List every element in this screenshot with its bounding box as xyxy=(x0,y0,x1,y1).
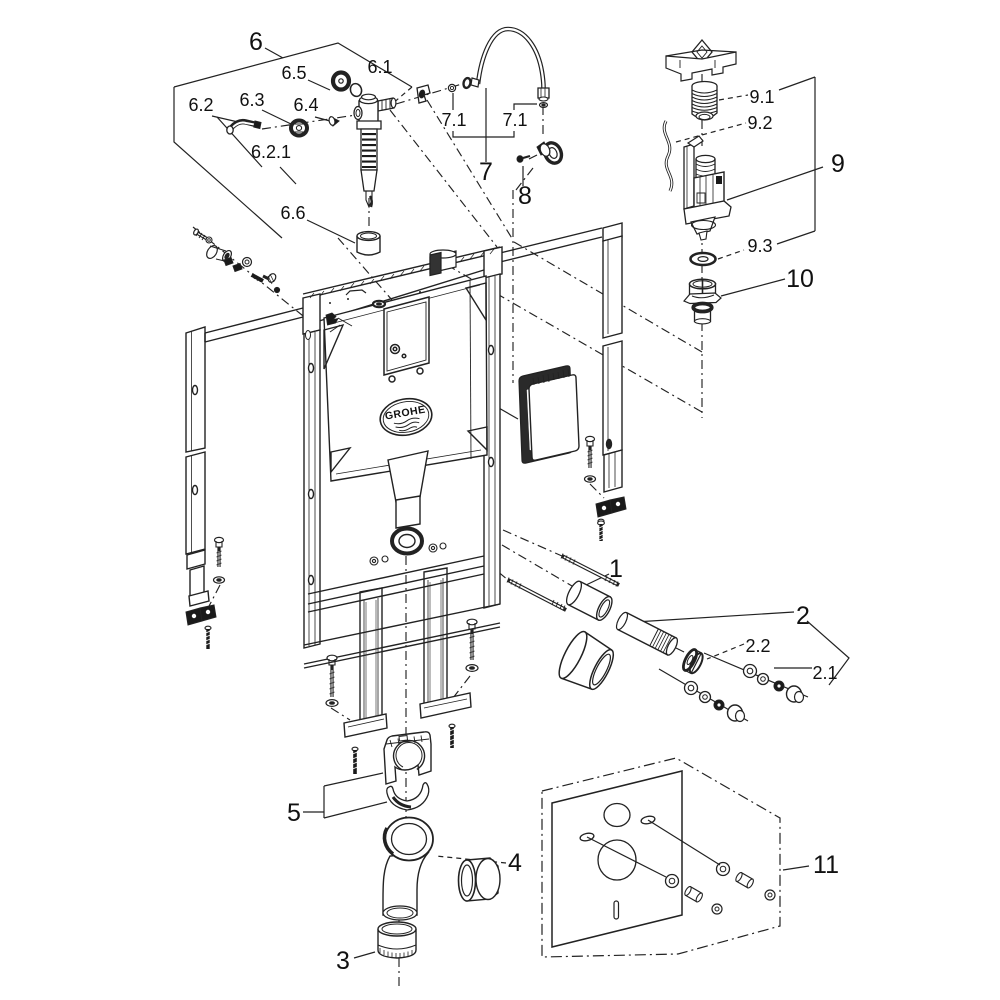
svg-text:3: 3 xyxy=(336,947,350,975)
svg-text:9.3: 9.3 xyxy=(747,236,772,256)
svg-text:6: 6 xyxy=(249,28,263,56)
svg-text:11: 11 xyxy=(813,851,839,879)
svg-text:7: 7 xyxy=(479,158,493,186)
svg-text:2.1: 2.1 xyxy=(812,663,837,683)
svg-text:9: 9 xyxy=(831,150,845,178)
svg-text:6.4: 6.4 xyxy=(293,95,318,115)
svg-text:7.1: 7.1 xyxy=(502,110,527,130)
svg-text:10: 10 xyxy=(786,265,814,293)
svg-text:6.3: 6.3 xyxy=(239,90,264,110)
svg-text:6.1: 6.1 xyxy=(367,57,392,77)
svg-text:9.2: 9.2 xyxy=(747,113,772,133)
svg-text:2: 2 xyxy=(796,602,810,630)
svg-text:4: 4 xyxy=(508,849,522,877)
svg-text:5: 5 xyxy=(287,799,301,827)
svg-text:8: 8 xyxy=(518,182,532,210)
svg-text:1: 1 xyxy=(609,555,623,583)
svg-text:6.6: 6.6 xyxy=(280,203,305,223)
svg-text:2.2: 2.2 xyxy=(745,636,770,656)
svg-text:9.1: 9.1 xyxy=(749,87,774,107)
svg-text:6.2: 6.2 xyxy=(188,95,213,115)
svg-text:7.1: 7.1 xyxy=(441,110,466,130)
svg-text:6.2.1: 6.2.1 xyxy=(251,142,291,162)
svg-text:6.5: 6.5 xyxy=(281,63,306,83)
